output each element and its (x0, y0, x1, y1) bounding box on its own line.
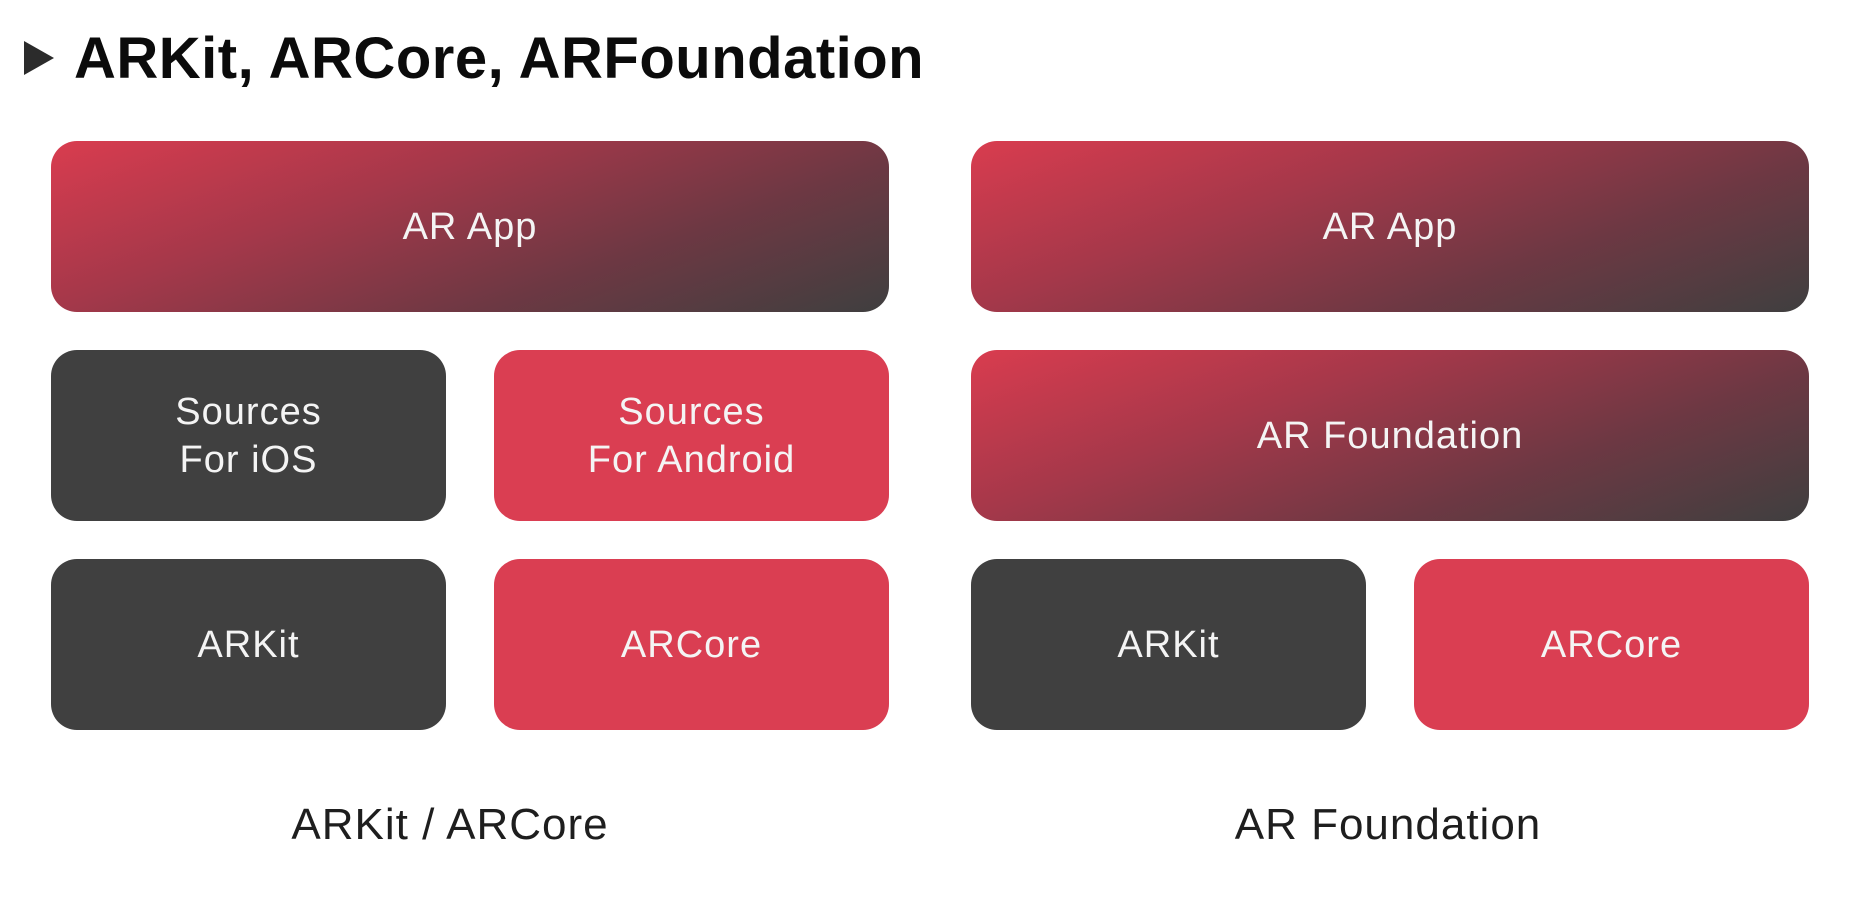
right-arkit-block: ARKit (971, 559, 1366, 730)
left-arcore-block: ARCore (494, 559, 889, 730)
left-arkit-block: ARKit (51, 559, 446, 730)
right-arcore-block: ARCore (1414, 559, 1809, 730)
bullet-triangle-icon (24, 41, 54, 75)
left-ar-app-block: AR App (51, 141, 889, 312)
right-ar-foundation-block: AR Foundation (971, 350, 1809, 521)
left-sources-ios-block: Sources For iOS (51, 350, 446, 521)
slide-title: ARKit, ARCore, ARFoundation (74, 25, 925, 91)
left-sources-android-block: Sources For Android (494, 350, 889, 521)
right-diagram-caption: AR Foundation (1234, 800, 1542, 849)
left-diagram-caption: ARKit / ARCore (291, 800, 609, 849)
right-ar-app-block: AR App (971, 141, 1809, 312)
slide-header: ARKit, ARCore, ARFoundation (24, 22, 924, 94)
